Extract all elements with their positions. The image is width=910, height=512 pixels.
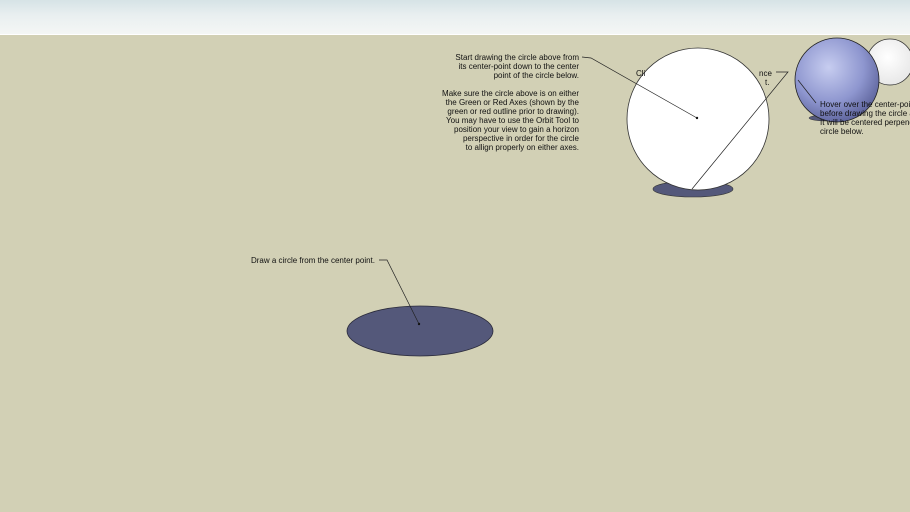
note-click-partial-top-right: nce — [759, 69, 772, 78]
note-line: Start drawing the circle above from — [455, 53, 579, 62]
leader-draw-circle — [379, 259, 420, 325]
sky-background — [0, 0, 910, 35]
note-axes-instructions: Make sure the circle above is on either … — [442, 89, 579, 152]
note-line: before drawing the circle a — [820, 109, 910, 118]
leader-hover-center — [797, 79, 817, 104]
note-line: perspective in order for the circle — [462, 134, 579, 143]
note-line: Make sure the circle above is on either — [442, 89, 579, 98]
note-start-drawing: Start drawing the circle above from its … — [455, 53, 579, 80]
note-line: point of the circle below. — [493, 71, 579, 80]
note-line: its center-point down to the center — [458, 62, 579, 71]
note-line: position your view to gain a horizon — [454, 125, 579, 134]
note-line: the Green or Red Axes (shown by the — [445, 98, 579, 107]
note-line: You may have to use the Orbit Tool to — [446, 116, 579, 125]
note-draw-circle: Draw a circle from the center point. — [250, 256, 375, 265]
large-white-circle[interactable] — [626, 47, 770, 191]
leader-start-drawing — [581, 56, 698, 119]
note-click-partial-top: Cli — [636, 69, 646, 78]
note-click-partial-bottom: t. — [765, 78, 770, 87]
note-line: circle below. — [820, 127, 864, 136]
blue-sphere[interactable] — [794, 37, 880, 123]
drawn-circle-disk[interactable] — [346, 305, 494, 357]
note-line: Hover over the center-poi — [820, 100, 910, 109]
leader-click-center — [691, 71, 789, 190]
note-line: green or red outline prior to drawing). — [447, 107, 579, 116]
note-line: to allign properly on either axes. — [465, 143, 579, 152]
note-line: It will be centered perpend — [820, 118, 910, 127]
note-hover-center: Hover over the center-poi before drawing… — [820, 100, 910, 136]
